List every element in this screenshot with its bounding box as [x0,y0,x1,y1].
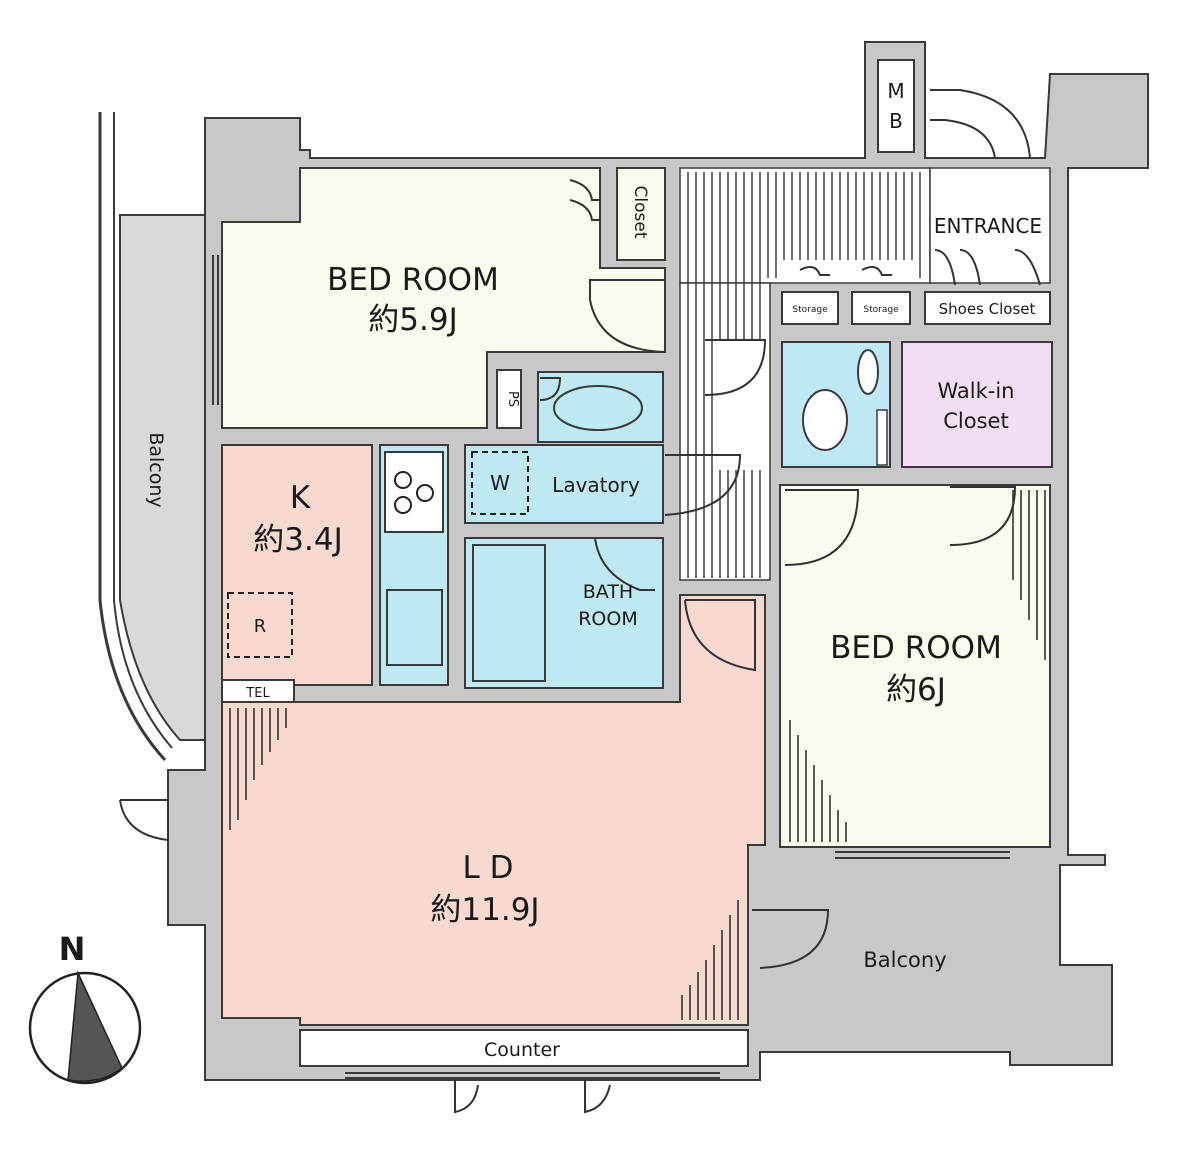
bedroom1-size: 約5.9J [368,302,457,338]
lavatory-label: Lavatory [552,473,640,497]
washbasin [553,385,643,431]
fridge-box [227,592,293,658]
mb-box [877,59,915,153]
tel-label: TEL [245,686,270,701]
stove-burners [394,471,434,514]
storage1-label: Storage [792,305,828,315]
ld-hatching [229,708,739,1020]
fridge-label: R [254,616,267,637]
ld-name: L D [463,850,514,886]
kitchen-size: 約3.4J [253,522,342,558]
counter [299,1029,749,1067]
corridor-hatching [687,172,921,578]
mb-label-1: M [887,79,904,103]
compass-icon [28,970,142,1085]
lavatory [464,444,664,524]
closet-label: Closet [630,186,650,239]
doors [119,89,1041,1114]
bedroom2-name: BED ROOM [830,630,1002,666]
ld-size: 約11.9J [430,892,539,928]
sink [386,589,443,666]
closet [616,167,666,261]
bedroom2-size: 約6J [886,672,946,708]
corridor [679,167,931,284]
storage2 [851,291,911,325]
bathtub [472,544,546,682]
storage1 [781,291,839,325]
counter-label: Counter [484,1039,560,1061]
toilet [802,389,848,451]
north-label: N [59,930,86,968]
bedroom2-floor [779,484,1051,848]
kitchen-name: K [290,480,311,516]
walkin-label-1: Walk-in [937,379,1014,403]
kitchen-floor [221,444,373,686]
entrance-label: ENTRANCE [934,214,1042,238]
bedroom1-name: BED ROOM [327,262,499,298]
west-balcony-rail [98,112,167,762]
mb-label-2: B [889,109,903,133]
west-balcony [119,214,206,741]
windows [212,255,1010,1079]
walkin-label-2: Closet [943,409,1008,433]
balcony-south-label: Balcony [863,948,946,972]
storage2-label: Storage [863,305,899,315]
washer-box [471,451,529,515]
balcony-west-label: Balcony [145,432,167,507]
ps-shaft [496,369,522,429]
bedroom1-floor [221,167,666,429]
washer-label: W [490,471,510,495]
tel-box [221,679,295,703]
ps-label: PS [505,391,520,407]
bedroom2-hatching [789,490,1046,842]
bath-label-1: BATH [583,581,633,603]
toilet-tank [857,349,879,395]
shoes-closet [924,291,1051,325]
shoes-closet-label: Shoes Closet [939,300,1036,318]
ld-floor [221,594,766,1026]
bath-label-2: ROOM [578,608,638,630]
walkin-closet [901,341,1053,468]
stove [384,451,444,533]
